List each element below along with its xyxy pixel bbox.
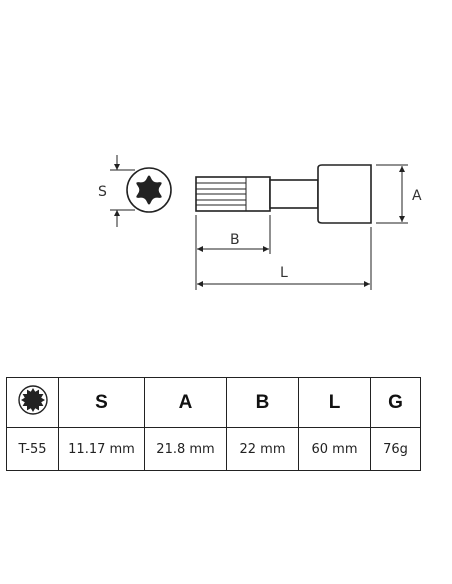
a-dimension: A xyxy=(376,164,422,224)
spec-table: S A B L G T-55 11.17 mm 21.8 mm 22 mm 60… xyxy=(6,377,421,471)
cell-l: 60 mm xyxy=(298,427,371,471)
column-header-l: L xyxy=(298,377,371,428)
end-view: S xyxy=(98,155,172,227)
cell-g: 76g xyxy=(370,427,421,471)
profile-header-cell xyxy=(6,377,59,428)
socket-body xyxy=(317,164,372,224)
l-dimension: L xyxy=(197,227,372,290)
l-dimension-label: L xyxy=(280,265,288,281)
cell-b: 22 mm xyxy=(226,427,299,471)
technical-drawing: S A B L xyxy=(98,155,422,290)
table-header-row: S A B L G xyxy=(6,377,421,428)
s-dimension-label: S xyxy=(98,184,107,200)
column-header-a: A xyxy=(144,377,227,428)
spline-profile-icon xyxy=(17,384,48,415)
table-row: T-55 11.17 mm 21.8 mm 22 mm 60 mm 76g xyxy=(6,427,421,471)
side-view xyxy=(195,164,372,224)
column-header-s: S xyxy=(58,377,145,428)
end-view-circle xyxy=(126,167,172,213)
b-dimension: B xyxy=(195,215,271,290)
column-header-g: G xyxy=(370,377,421,428)
cell-s: 11.17 mm xyxy=(58,427,145,471)
torx-profile-icon xyxy=(136,175,162,205)
cell-a: 21.8 mm xyxy=(144,427,227,471)
cell-size: T-55 xyxy=(6,427,59,471)
column-header-b: B xyxy=(226,377,299,428)
b-dimension-label: B xyxy=(230,232,240,248)
bit-collar xyxy=(269,179,319,209)
a-dimension-label: A xyxy=(412,188,422,204)
